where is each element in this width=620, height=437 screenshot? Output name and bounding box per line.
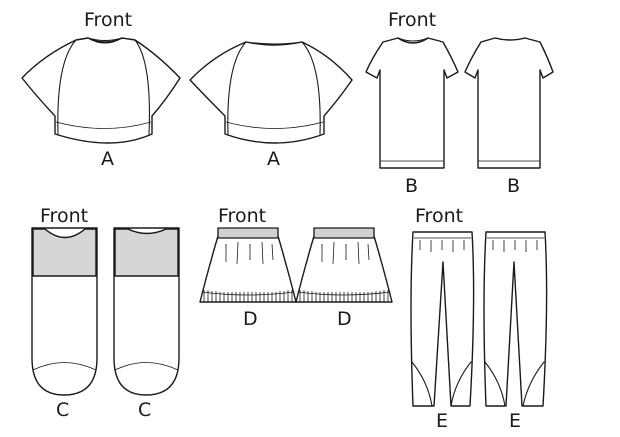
view-c-back-label: C	[138, 399, 151, 421]
view-e-front-label: Front	[415, 205, 463, 227]
view-a-front-drawing	[21, 37, 181, 144]
view-b-back-label: B	[507, 175, 520, 197]
view-e-front-drawing	[410, 231, 475, 407]
view-d-front-drawing	[199, 227, 297, 303]
view-c-front-label: Front	[40, 205, 88, 227]
view-e-back-label: E	[509, 410, 521, 432]
view-d-back-label: D	[337, 308, 352, 330]
view-b-back-drawing	[464, 37, 554, 169]
view-b-front-label: Front	[388, 9, 436, 31]
view-b-front-drawing	[365, 37, 459, 169]
view-a-label: A	[101, 148, 114, 170]
view-d-front-label: Front	[218, 205, 266, 227]
view-a-front-label: Front	[84, 9, 132, 31]
view-c-back-drawing	[113, 227, 180, 396]
view-a-back-label: A	[267, 148, 280, 170]
view-e-label: E	[436, 410, 448, 432]
view-c-front-drawing	[31, 227, 98, 396]
view-d-back-drawing	[295, 227, 393, 303]
view-e-back-drawing	[483, 231, 548, 407]
view-d-label: D	[243, 308, 258, 330]
view-a-back-drawing	[189, 41, 353, 144]
view-b-label: B	[405, 175, 418, 197]
view-c-label: C	[56, 399, 69, 421]
